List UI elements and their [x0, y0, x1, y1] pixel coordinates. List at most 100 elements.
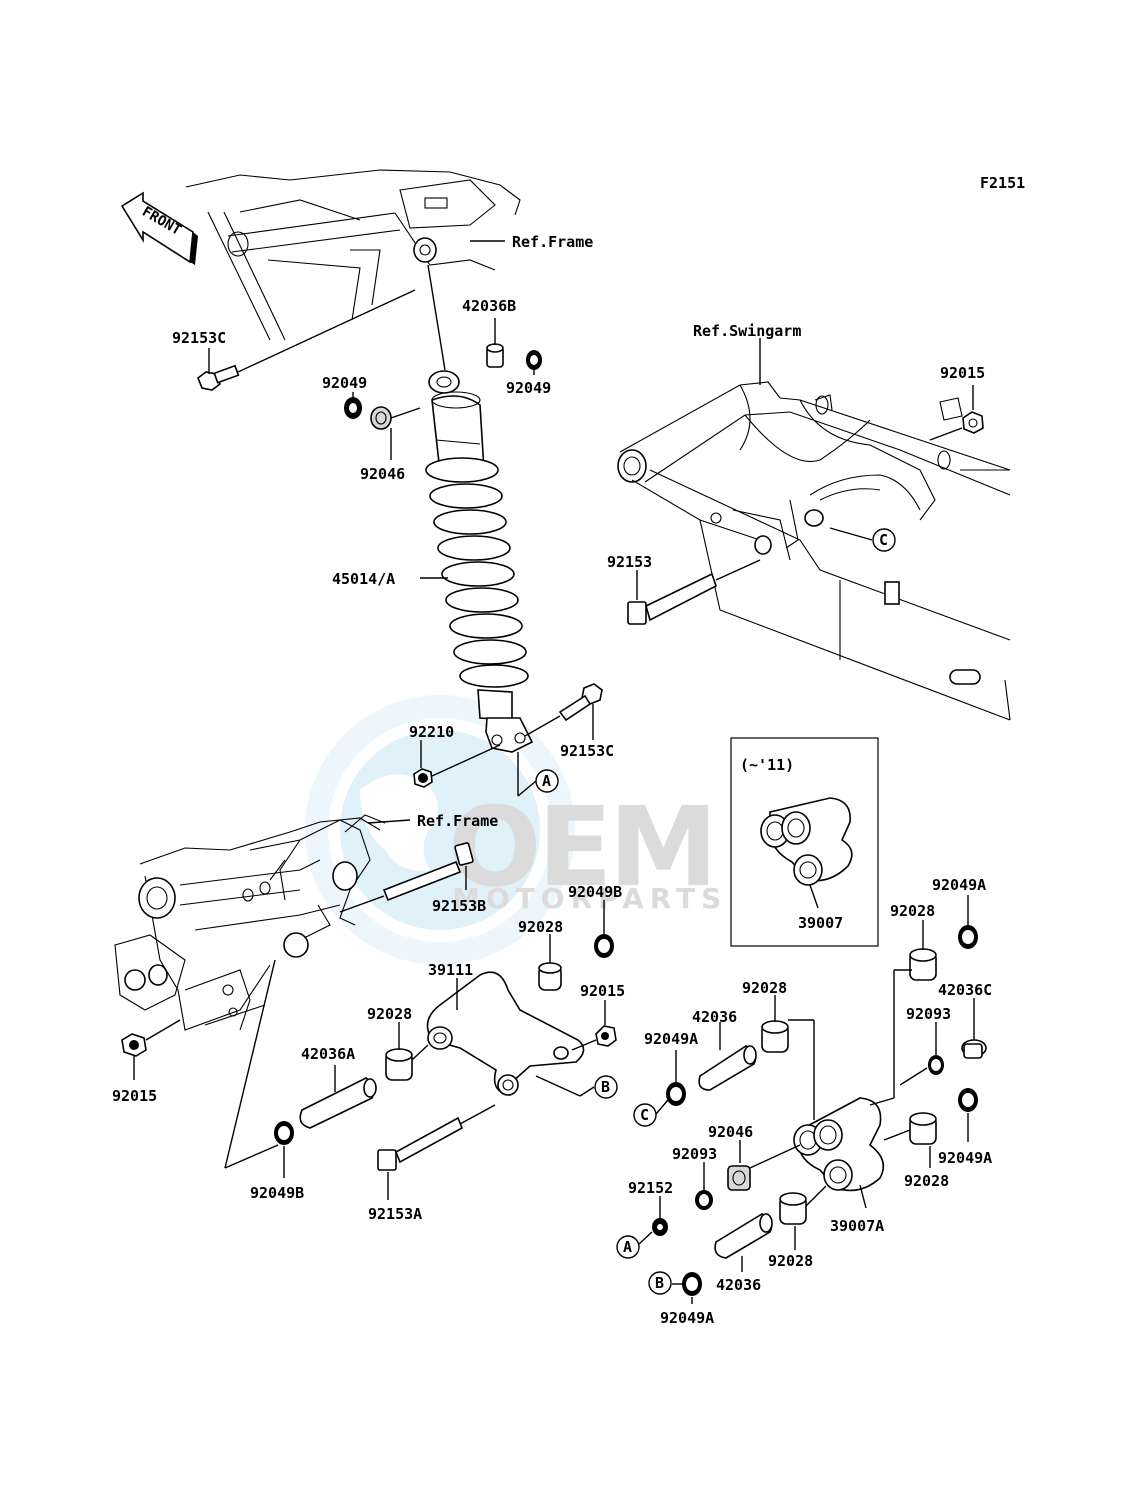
label-39007: 39007 — [798, 914, 843, 932]
svg-text:B: B — [655, 1274, 664, 1292]
callout-b-washer: B — [648, 1271, 672, 1295]
label-39111: 39111 — [428, 961, 473, 979]
label-92153a: 92153A — [368, 1205, 422, 1223]
washer-92049b-upper — [594, 934, 614, 958]
label-92049a-left: 92049A — [644, 1030, 698, 1048]
label-92046-upper: 92046 — [360, 465, 405, 483]
inset-label: (~'11) — [740, 756, 794, 774]
label-92028-rocker-right: 92028 — [904, 1172, 949, 1190]
lower-frame-part — [114, 814, 386, 1031]
seal-92093-lower — [695, 1190, 713, 1210]
bolt-92153c-upper — [197, 289, 416, 391]
callout-c-swingarm: C — [872, 528, 896, 552]
bolt-92153-swingarm — [627, 559, 761, 625]
label-92153c-upper: 92153C — [172, 329, 226, 347]
nut-92015-link — [595, 1025, 617, 1047]
label-39007a: 39007A — [830, 1217, 884, 1235]
sleeve-42036a — [299, 1077, 377, 1129]
shock-absorber-45014a — [425, 370, 534, 753]
label-42036c: 42036C — [938, 981, 992, 999]
collar-42036c — [961, 1039, 987, 1059]
rocker-39007a — [793, 1097, 885, 1192]
seal-92093-right — [928, 1055, 944, 1075]
collar-42036b — [486, 343, 504, 368]
svg-text:A: A — [542, 772, 551, 790]
label-92028-rocker-lower: 92028 — [768, 1252, 813, 1270]
ref-frame-mid-label: Ref.Frame — [417, 812, 498, 830]
sleeve-42036-lower — [714, 1213, 773, 1259]
washer-92049a-c — [666, 1082, 686, 1106]
bushing-92046-upper — [370, 406, 392, 430]
upper-frame-part — [185, 169, 521, 341]
label-92153: 92153 — [607, 553, 652, 571]
svg-text:C: C — [640, 1106, 649, 1124]
front-arrow-icon: FRONT — [120, 191, 198, 265]
bushing-92028-link-left — [385, 1048, 413, 1081]
washer-92049b-lower — [274, 1121, 294, 1145]
label-92210: 92210 — [409, 723, 454, 741]
svg-text:C: C — [879, 531, 888, 549]
washer-92049-left — [344, 397, 362, 419]
callout-a-shock: A — [535, 769, 559, 793]
bushing-92028-rocker-upper — [761, 1020, 789, 1053]
label-92049-right: 92049 — [506, 379, 551, 397]
label-92049b-upper: 92049B — [568, 883, 622, 901]
label-92015-swingarm: 92015 — [940, 364, 985, 382]
watermark-sub-text: MOTORPARTS — [452, 882, 727, 915]
rocker-39007-inset — [760, 797, 853, 886]
tie-rod-39111 — [426, 971, 585, 1096]
bushing-92028-link-upper — [538, 962, 562, 991]
bolt-92153c-lower — [524, 683, 603, 737]
label-92049a-top-right: 92049A — [932, 876, 986, 894]
label-92046-lower: 92046 — [708, 1123, 753, 1141]
label-42036a: 42036A — [301, 1045, 355, 1063]
label-92028-far-right: 92028 — [890, 902, 935, 920]
watermark-logo-text: OEM — [448, 783, 714, 911]
washer-92049a-top-right — [958, 925, 978, 949]
bushing-92028-rocker-lower — [779, 1192, 807, 1225]
callout-b-tie-rod: B — [594, 1075, 618, 1099]
bolt-92153a — [377, 1104, 496, 1171]
label-92049-left: 92049 — [322, 374, 367, 392]
label-92028-link-left: 92028 — [367, 1005, 412, 1023]
label-92049b-lower: 92049B — [250, 1184, 304, 1202]
sleeve-42036-upper — [698, 1045, 757, 1091]
bushing-92028-rocker-right — [909, 1112, 937, 1145]
label-42036-lower: 42036 — [716, 1276, 761, 1294]
label-92049a-right: 92049A — [938, 1149, 992, 1167]
callout-c-washer: C — [633, 1103, 657, 1127]
label-92153c-lower: 92153C — [560, 742, 614, 760]
label-92028-rocker-upper: 92028 — [742, 979, 787, 997]
bushing-92046-lower — [727, 1165, 751, 1191]
label-92093-lower: 92093 — [672, 1145, 717, 1163]
label-92153b: 92153B — [432, 897, 486, 915]
label-42036-upper: 42036 — [692, 1008, 737, 1026]
nut-92210 — [413, 768, 433, 788]
label-45014a: 45014/A — [332, 570, 395, 588]
bolt-92153b — [339, 842, 474, 913]
figure-code: F2151 — [980, 174, 1025, 192]
washer-92049a-bottom — [682, 1272, 702, 1296]
label-92093-right: 92093 — [906, 1005, 951, 1023]
bushing-92028-far-right — [909, 948, 937, 981]
label-92049a-bottom: 92049A — [660, 1309, 714, 1327]
svg-text:A: A — [623, 1238, 632, 1256]
nut-92015-swingarm — [962, 411, 984, 434]
label-92015-frame: 92015 — [112, 1087, 157, 1105]
label-92028-link-upper: 92028 — [518, 918, 563, 936]
svg-text:B: B — [601, 1078, 610, 1096]
washer-92049-right — [526, 350, 542, 370]
washer-92152 — [652, 1218, 668, 1236]
label-92152: 92152 — [628, 1179, 673, 1197]
swingarm-part — [617, 381, 1011, 721]
callout-a-washer: A — [616, 1235, 640, 1259]
ref-swingarm-label: Ref.Swingarm — [693, 322, 801, 340]
washer-92049a-right — [958, 1088, 978, 1112]
nut-92015-frame — [121, 1033, 147, 1057]
label-92015-link: 92015 — [580, 982, 625, 1000]
ref-frame-top-label: Ref.Frame — [512, 233, 593, 251]
oem-watermark-logo: OEM MOTORPARTS — [305, 695, 727, 965]
label-42036b: 42036B — [462, 297, 516, 315]
